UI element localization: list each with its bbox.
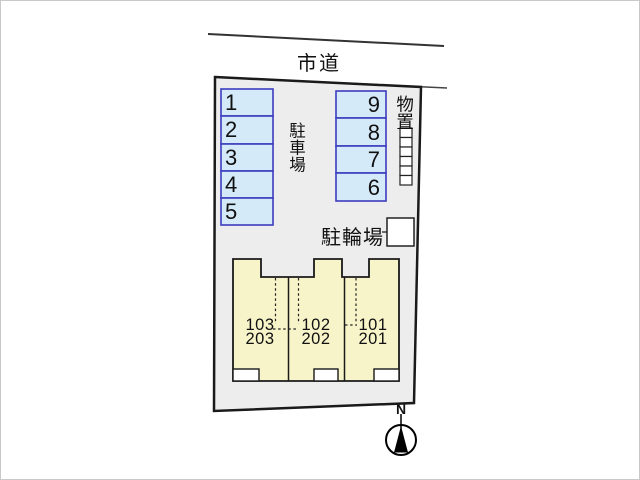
parking-space-5-label: 5	[225, 199, 238, 224]
parking-space-3-label: 3	[225, 145, 238, 170]
parking-space-8-label: 8	[367, 120, 380, 145]
north-compass-icon	[385, 414, 417, 456]
parking-space-1	[220, 88, 274, 117]
parking-space-2-label: 2	[225, 117, 238, 142]
parking-space-1-label: 1	[225, 90, 238, 115]
parking-space-4-label: 4	[225, 172, 238, 197]
unit-203-label: 203	[245, 330, 275, 348]
unit-103-label: 103	[245, 316, 275, 334]
parking-space-2	[220, 115, 274, 145]
entrance-unit-103	[232, 368, 260, 382]
road-upper-edge-line	[207, 33, 445, 47]
parking-space-7	[335, 145, 387, 174]
parking-right-column	[335, 90, 387, 202]
road-label: 市道	[297, 53, 341, 75]
parking-space-6-label: 6	[367, 175, 380, 200]
unit-201-label: 201	[358, 330, 388, 348]
storage-unit-cell	[399, 174, 413, 186]
unit-102-202-label: 102 202	[290, 316, 342, 348]
unit-202-label: 202	[301, 330, 331, 348]
building-outline	[232, 258, 400, 382]
storage-unit-cell	[399, 146, 413, 158]
unit-102-label: 102	[301, 316, 331, 334]
parking-left-column	[220, 88, 274, 226]
parking-space-5	[220, 197, 274, 226]
storage-label: 物置	[394, 95, 415, 130]
bicycle-parking-box	[386, 217, 415, 247]
parking-space-7-label: 7	[367, 147, 380, 172]
storage-unit-cell	[399, 136, 413, 148]
north-label: N	[395, 401, 407, 417]
unit-103-203-label: 103 203	[234, 316, 286, 348]
bicycle-parking-label: 駐輪場	[321, 227, 384, 249]
parking-space-9-label: 9	[367, 92, 380, 117]
entrance-unit-101	[373, 368, 400, 382]
entrance-unit-102	[313, 368, 339, 382]
unit-101-label: 101	[358, 316, 388, 334]
storage-units-stack	[399, 127, 413, 186]
storage-unit-cell	[399, 165, 413, 177]
storage-unit-cell	[399, 155, 413, 167]
unit-101-201-label: 101 201	[349, 316, 397, 348]
parking-area-label: 駐車場	[286, 122, 305, 173]
parking-space-6	[335, 172, 387, 202]
